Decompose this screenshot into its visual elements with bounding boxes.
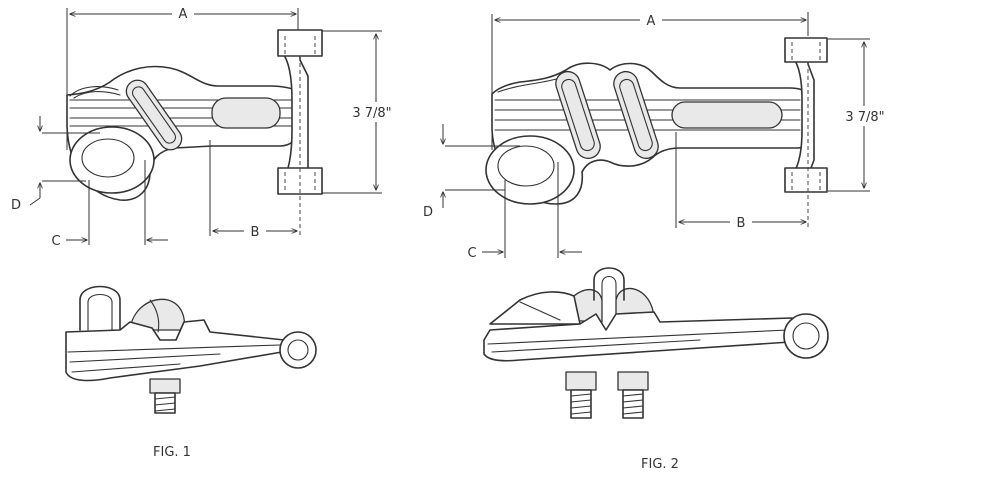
fig1-conductor-loop <box>69 86 119 97</box>
fig2-dim-b-gap <box>730 214 752 229</box>
fig1-plan-view: A 3 7/8" <box>11 6 404 249</box>
fig2-u-bolt-2 <box>613 70 659 160</box>
fig2-u-bolt-2-inner <box>619 78 653 152</box>
fig1-side-saddle-line <box>149 299 160 333</box>
fig2-side-bolt-1 <box>570 389 592 419</box>
fig1-side-u-bolt-inner <box>87 293 113 331</box>
fig2-side-eye-outer <box>783 313 829 359</box>
fig1-dim-c-label: C <box>51 234 60 249</box>
fig1-side-body-line <box>71 363 181 373</box>
fig2-side-view: FIG. 2 <box>483 267 829 472</box>
fig1-dim-d-leader <box>29 197 41 206</box>
fig2-side-thread <box>570 411 592 415</box>
fig1-side-eye-inner <box>287 339 309 361</box>
fig1-dim-b-gap <box>244 223 266 238</box>
fig2-dim-c-label: C <box>467 246 476 261</box>
fig1-dim-height-label: 3 7/8" <box>352 106 391 121</box>
fig2-eye-boss <box>485 135 575 205</box>
fig2-side-u-bolt <box>593 267 625 301</box>
fig2-dim-a-label: A <box>647 14 656 29</box>
fig1-u-bolt <box>125 79 183 151</box>
fig1-keeper-slot <box>211 97 281 129</box>
fig2-u-bolt-1 <box>555 70 601 160</box>
fig2-keeper-slot <box>671 101 783 129</box>
fig1-side-nut <box>149 378 181 394</box>
fig2-side-thread <box>622 411 644 415</box>
fig2-u-bolt-1-inner <box>561 78 595 152</box>
fig1-side-thread <box>154 408 176 412</box>
fig1-eye-hole <box>81 138 135 178</box>
fig2-side-thread <box>570 399 592 403</box>
fig1-conductor-loop <box>73 91 121 99</box>
fig1-dim-b-label: B <box>251 225 260 240</box>
fig1-side-body <box>65 319 285 382</box>
fig2-dim-a-gap <box>640 12 662 27</box>
fig2-dim-height-gap <box>834 106 896 126</box>
fig1-u-bolt-inner <box>131 86 177 144</box>
fig2-side-nut-2 <box>617 371 649 391</box>
fig1-caption: FIG. 1 <box>153 445 191 460</box>
fig1-side-view: FIG. 1 <box>65 285 317 460</box>
fig2-caption: FIG. 2 <box>641 457 679 472</box>
fig2-eye-hole <box>497 145 555 187</box>
fig1-dim-a-label: A <box>179 7 188 22</box>
fig2-side-nut-1 <box>565 371 597 391</box>
fig2-dim-height-label: 3 7/8" <box>845 110 884 125</box>
fig2-side-thread <box>622 405 644 409</box>
fig2-tee-top-block <box>784 37 828 63</box>
fig2-side-thread <box>570 393 592 397</box>
fig2-side-eye-inner <box>792 322 820 350</box>
fig1-side-eye-outer <box>279 331 317 369</box>
fig2-side-thread <box>570 405 592 409</box>
fig2-plan-view: A 3 7/8" <box>423 12 896 261</box>
fig2-side-bolt-2 <box>622 389 644 419</box>
fig1-dim-a-gap <box>172 6 194 20</box>
fig1-dim-d-label: D <box>11 198 21 213</box>
fig2-side-thread <box>622 393 644 397</box>
fig1-side-thread <box>154 402 176 406</box>
fig1-side-body-line <box>67 344 281 353</box>
fig2-dim-b-label: B <box>737 216 746 231</box>
fig1-dim-height-gap <box>340 102 404 122</box>
fig2-side-thread <box>622 399 644 403</box>
fig2-tee-bottom-block <box>784 167 828 193</box>
fig1-side-body-line <box>69 353 221 363</box>
fig2-side-u-bolt-inner <box>601 275 617 301</box>
fig1-side-thread <box>154 396 176 400</box>
fig1-side-u-bolt <box>79 285 121 331</box>
fig2-side-body-line <box>487 329 789 345</box>
fig2-dim-d-label: D <box>423 205 433 220</box>
fig2-conductor-loop <box>497 77 561 93</box>
fig2-side-wedge <box>489 291 581 325</box>
fig2-side-body-line <box>491 339 701 353</box>
fig2-side-wedge-line <box>519 301 561 321</box>
